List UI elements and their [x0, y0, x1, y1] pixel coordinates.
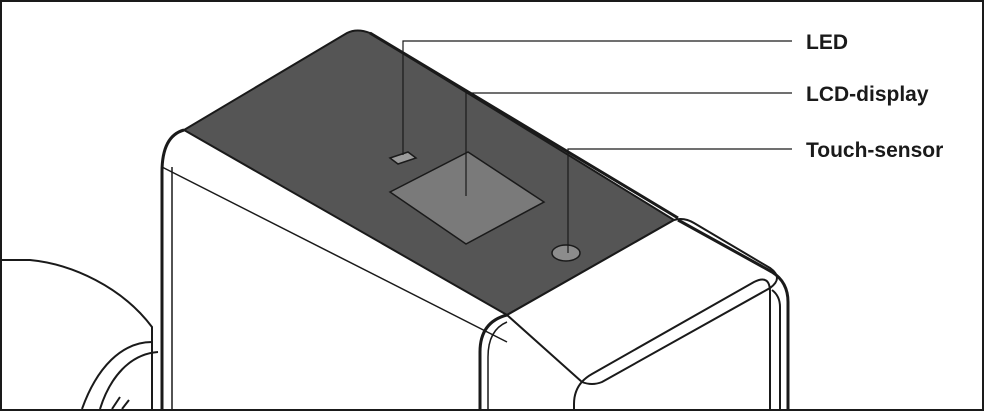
end-cap-rim-inner	[771, 289, 781, 409]
end-cap-rim-outer	[677, 218, 790, 409]
lcd-display	[388, 151, 546, 245]
body-left-edge	[160, 128, 185, 409]
led-indicator	[388, 151, 418, 165]
lcd-label: LCD-display	[806, 83, 929, 106]
callout-lines	[402, 40, 792, 253]
top-components	[388, 151, 581, 262]
touch-leader-line	[567, 148, 792, 253]
touch-sensor	[551, 244, 581, 262]
top-rim	[369, 31, 679, 220]
cap-seam-outer	[478, 313, 508, 409]
cylinder-mark-1	[111, 396, 121, 409]
cylinder-mark-2	[121, 399, 130, 409]
cylinder-ring-inner	[99, 351, 159, 409]
cylinder-outline	[2, 259, 153, 409]
lcd-leader-line	[465, 92, 792, 196]
end-cap-recess	[573, 278, 771, 409]
front-face-line	[161, 166, 508, 343]
cap-seam-inner	[487, 321, 508, 409]
touch-sensor-label: Touch-sensor	[806, 139, 943, 162]
led-label: LED	[806, 31, 848, 54]
callout-labels: LED LCD-display Touch-sensor	[806, 31, 943, 162]
cylinder-ring-outer	[81, 341, 153, 409]
end-cap-top	[505, 218, 778, 385]
cylinder	[2, 259, 159, 409]
led-leader-line	[402, 40, 792, 155]
